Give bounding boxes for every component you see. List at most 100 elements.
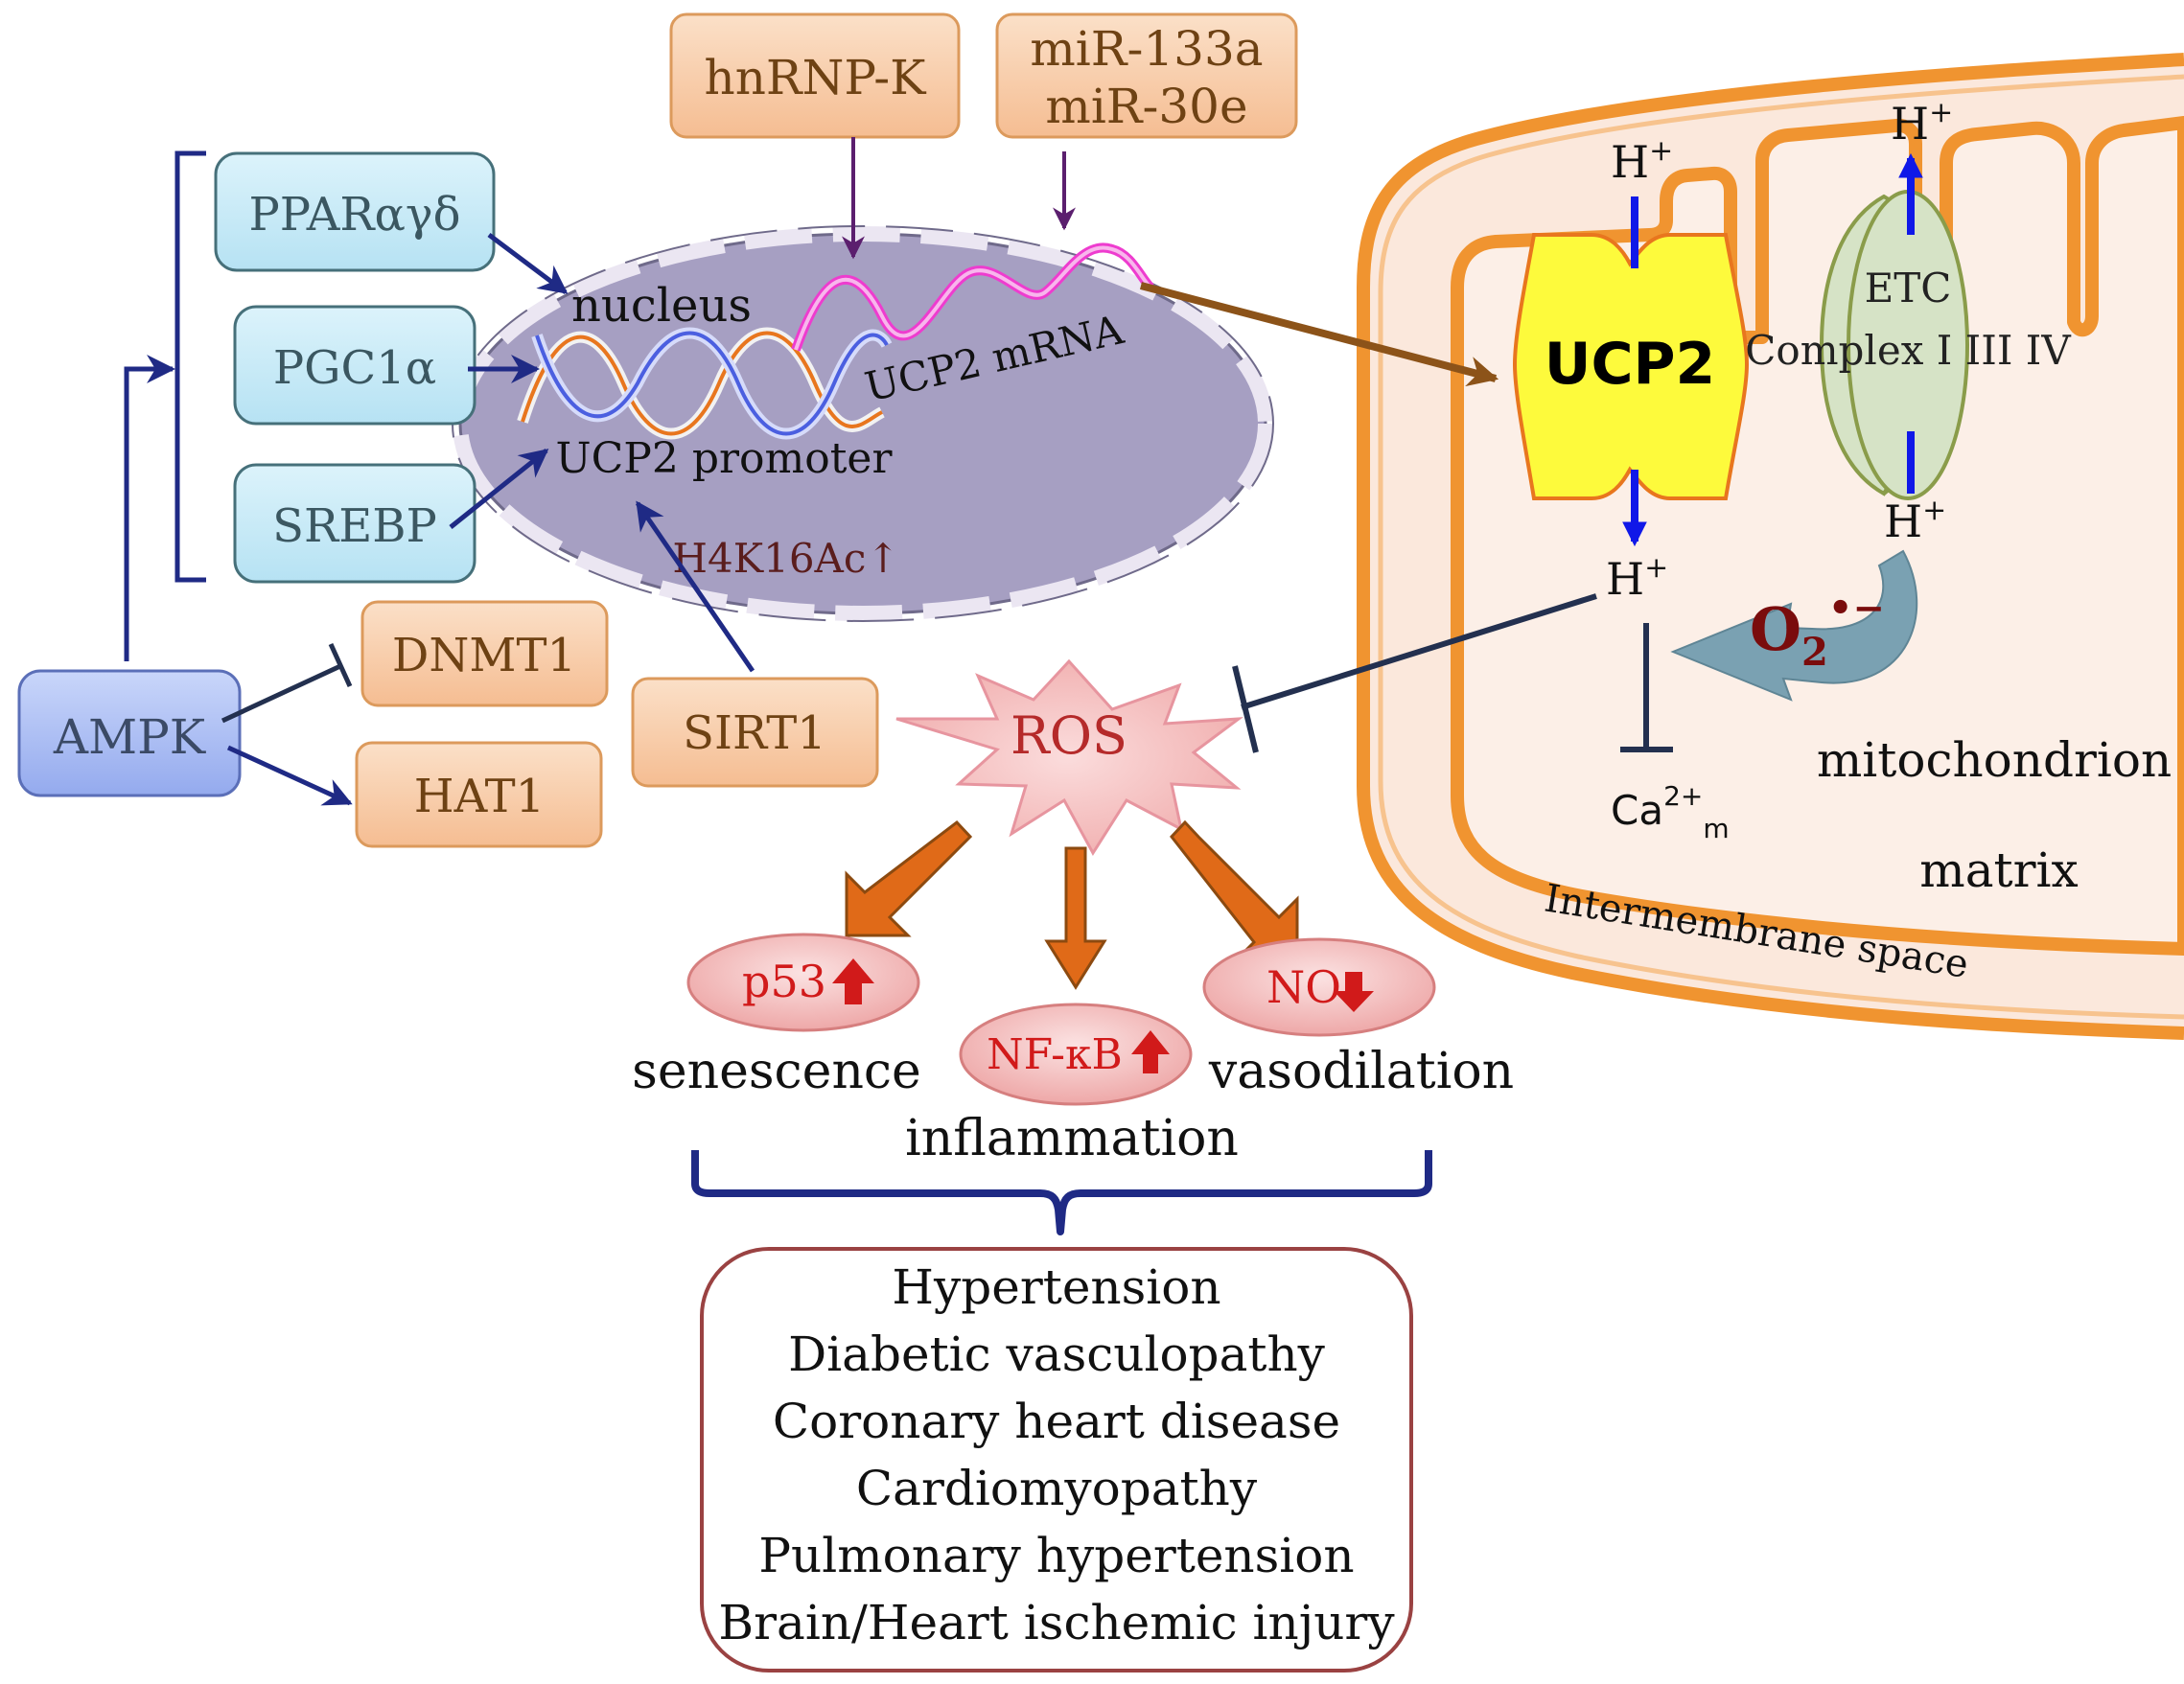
proton-charge: + — [1929, 96, 1953, 129]
senescence-label: senescence — [632, 1043, 921, 1100]
etc-label-line1: ETC — [1865, 265, 1952, 311]
dnmt1-label: DNMT1 — [392, 629, 576, 682]
proton-symbol: H — [1606, 553, 1644, 605]
p53-text: p53 — [742, 956, 826, 1007]
superoxide-o: O — [1750, 594, 1801, 664]
p53-label: p53 — [742, 956, 826, 1007]
superoxide-label: O2•− — [1750, 586, 1885, 675]
proton-symbol: H — [1611, 136, 1649, 188]
up-arrow-icon — [832, 958, 874, 1004]
proton-symbol: H — [1884, 496, 1922, 547]
hnrnpk-label: hnRNP-K — [705, 50, 928, 105]
nucleus-pores — [453, 226, 1273, 621]
ampk-to-bracket — [124, 355, 175, 661]
sirt1-arrow — [635, 500, 755, 673]
superoxide-sup: •− — [1828, 586, 1885, 631]
nucleus-label: nucleus — [571, 279, 752, 333]
disease-item: Pulmonary hypertension — [758, 1528, 1354, 1583]
no-node: NO — [1202, 937, 1436, 1037]
ampk-label: AMPK — [53, 709, 207, 765]
etc-complex: ETC Complex I III IV — [1745, 190, 2071, 500]
ros-outcome-arrows — [845, 819, 1299, 990]
ucp2-shape — [1512, 233, 1750, 500]
down-arrow-icon — [1334, 972, 1374, 1012]
ros-to-nfkb-arrow — [1044, 846, 1107, 990]
srebp-label: SREBP — [272, 499, 437, 553]
ros-label: ROS — [1011, 705, 1127, 766]
ampk-activates-hat1 — [226, 745, 353, 806]
superoxide-sub: 2 — [1801, 630, 1828, 675]
ampk-inhibits-dnmt1-bar — [328, 642, 353, 688]
calcium-symbol: Ca — [1611, 787, 1663, 834]
bracket-transcription-factors — [124, 150, 206, 661]
svg-text:H+: H+ — [1606, 551, 1668, 605]
ucp2-protein: UCP2 — [1512, 233, 1750, 500]
mitochondrion: mitochondrion matrix Intermembrane space — [1357, 53, 2184, 1040]
proton-inhibits-ros — [1241, 593, 1597, 710]
ros-burst: ROS — [895, 658, 1243, 856]
mitochondrion-label: mitochondrion — [1817, 732, 2172, 788]
up-arrow-icon — [1131, 1030, 1170, 1073]
dna-strand-orange-edge — [521, 331, 883, 436]
pgc1a-label: PGC1α — [273, 341, 436, 395]
sirt1-box: SIRT1 — [631, 677, 879, 788]
proton-label-ucp2-top: H+ — [1611, 134, 1673, 188]
disease-item: Diabetic vasculopathy — [788, 1326, 1326, 1382]
ampk-inhibits-dnmt1 — [221, 663, 342, 724]
nfkb-text: NF-κB — [987, 1030, 1123, 1079]
outcome-bracket — [691, 1150, 1432, 1235]
vasodilation-label: vasodilation — [1208, 1043, 1514, 1100]
proton-charge: + — [1649, 134, 1673, 168]
proton-label-etc-top: H+ — [1891, 96, 1953, 150]
ros-to-no-arrow — [1170, 819, 1299, 962]
ppar-label: PPARαγδ — [249, 188, 461, 242]
ppar-arrow — [487, 233, 569, 294]
p53-node: p53 — [686, 933, 920, 1032]
histone-mark-label: H4K16Ac↑ — [672, 535, 899, 582]
calcium-label: Ca2+m — [1611, 780, 1730, 844]
hat1-box: HAT1 — [355, 741, 603, 848]
inflammation-label: inflammation — [905, 1110, 1239, 1167]
ppar-box: PPARαγδ — [214, 151, 496, 272]
disease-item: Cardiomyopathy — [856, 1461, 1258, 1516]
proton-label-matrix-etc: H+ — [1884, 494, 1946, 547]
proton-charge: + — [1644, 551, 1668, 585]
matrix-label: matrix — [1919, 842, 2078, 898]
mirna-label-line2: miR-30e — [1045, 79, 1247, 134]
ros-to-p53-arrow — [845, 819, 973, 937]
dna-strand-blue-edge — [535, 331, 889, 436]
disease-item: Brain/Heart ischemic injury — [718, 1595, 1395, 1650]
nfkb-node: NF-κB — [959, 1003, 1193, 1106]
no-text: NO — [1266, 961, 1341, 1013]
calcium-sup: 2+ — [1663, 780, 1703, 812]
ros-shape — [895, 658, 1243, 856]
proton-charge: + — [1922, 494, 1946, 527]
outer-membrane-inner-line — [1378, 74, 2184, 1020]
disease-item: Hypertension — [892, 1259, 1220, 1315]
hat1-label: HAT1 — [414, 770, 545, 823]
dnmt1-box: DNMT1 — [360, 600, 609, 707]
translation-arrow — [1139, 282, 1499, 387]
svg-text:H+: H+ — [1891, 96, 1953, 150]
ucp2-promoter-label: UCP2 promoter — [556, 434, 894, 483]
srebp-box: SREBP — [233, 463, 476, 584]
proton-label-matrix-ucp2: H+ — [1606, 551, 1668, 605]
proton-symbol: H — [1891, 98, 1929, 150]
disease-item: Coronary heart disease — [773, 1394, 1340, 1449]
calcium-sub: m — [1703, 813, 1729, 844]
ucp2-label: UCP2 — [1545, 331, 1715, 398]
dna-helix — [517, 327, 893, 440]
mirna-box: miR-133a miR-30e — [995, 12, 1298, 139]
svg-text:H+: H+ — [1884, 494, 1946, 547]
mirna-label-line1: miR-133a — [1030, 21, 1263, 77]
svg-text:H+: H+ — [1611, 134, 1673, 188]
sirt1-label: SIRT1 — [683, 706, 826, 760]
ampk-box: AMPK — [17, 669, 242, 797]
pgc1a-box: PGC1α — [233, 305, 476, 426]
proton-inhibits-ros-bar — [1232, 665, 1259, 753]
ucp2-mrna-wave-highlight — [794, 245, 1152, 351]
hnrnpk-box: hnRNP-K — [669, 12, 961, 139]
srebp-arrow — [449, 449, 549, 529]
